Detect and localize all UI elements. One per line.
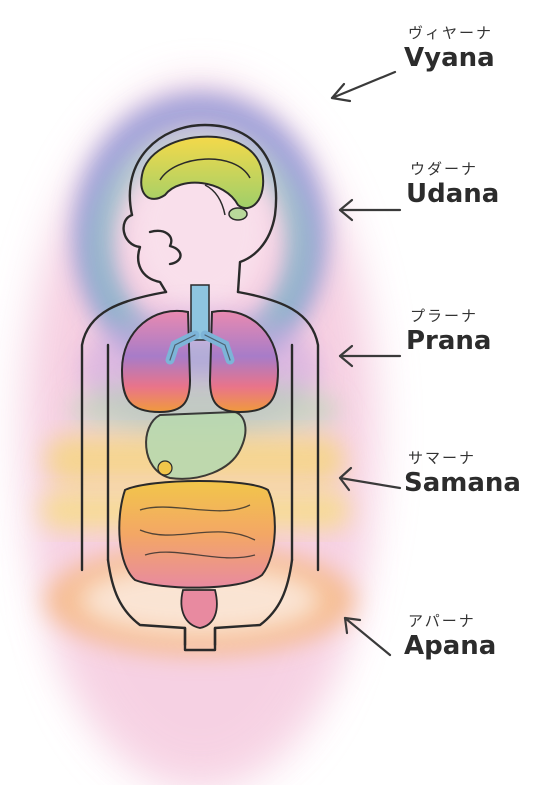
apana-name: Apana <box>404 631 546 661</box>
label-prana: プラーナ Prana <box>406 305 546 356</box>
samana-kana: サマーナ <box>408 447 546 468</box>
udana-arrow <box>340 200 400 220</box>
vyana-name: Vyana <box>404 43 546 73</box>
label-vyana: ヴィヤーナ Vyana <box>404 22 546 73</box>
udana-name: Udana <box>406 179 546 209</box>
vyana-arrow <box>332 72 395 101</box>
udana-kana: ウダーナ <box>410 158 546 179</box>
vyana-kana: ヴィヤーナ <box>408 22 546 43</box>
apana-arrow <box>345 618 390 655</box>
apana-kana: アパーナ <box>408 610 546 631</box>
prana-kana: プラーナ <box>410 305 546 326</box>
label-udana: ウダーナ Udana <box>406 158 546 209</box>
label-samana: サマーナ Samana <box>404 447 546 498</box>
label-apana: アパーナ Apana <box>404 610 546 661</box>
samana-name: Samana <box>404 468 546 498</box>
prana-name: Prana <box>406 326 546 356</box>
